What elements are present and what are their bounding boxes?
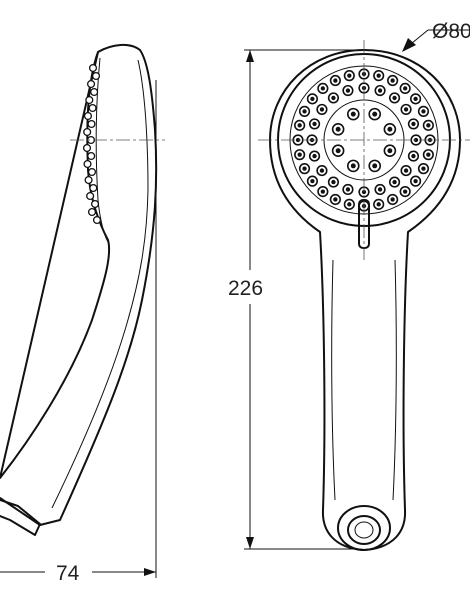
spray-nozzle-hole bbox=[411, 153, 416, 159]
side-spray-nozzle bbox=[84, 175, 93, 185]
spray-nozzle-hole bbox=[403, 168, 409, 173]
spray-nozzle-hole bbox=[297, 123, 302, 128]
diameter-label: Ø80 bbox=[432, 20, 470, 43]
side-spray-nozzle bbox=[83, 159, 92, 169]
spray-nozzle-hole bbox=[310, 96, 315, 102]
spray-nozzle-hole bbox=[297, 152, 302, 157]
spray-nozzle-hole bbox=[402, 86, 408, 91]
height-arrow-bottom bbox=[246, 537, 254, 549]
spray-nozzle-hole bbox=[390, 197, 395, 202]
side-view-face-edge bbox=[95, 57, 109, 243]
spray-nozzle-hole bbox=[320, 86, 326, 91]
spray-nozzle-hole bbox=[333, 78, 338, 83]
center-nozzle-hole bbox=[335, 148, 341, 154]
spray-nozzle-hole bbox=[331, 179, 336, 185]
height-arrow-top bbox=[246, 50, 254, 62]
side-view bbox=[0, 44, 165, 536]
spray-nozzle-hole bbox=[361, 189, 367, 195]
center-nozzle-hole bbox=[372, 111, 378, 117]
spray-nozzle-hole bbox=[312, 121, 317, 127]
side-spray-nozzle bbox=[91, 71, 101, 81]
spray-nozzle-hole bbox=[426, 152, 431, 157]
spray-nozzle-hole bbox=[413, 178, 418, 184]
side-spray-nozzle bbox=[87, 119, 96, 129]
front-view bbox=[258, 40, 470, 551]
side-spray-nozzle bbox=[83, 111, 93, 121]
spray-nozzle-hole bbox=[376, 202, 381, 207]
side-view-inner-contour bbox=[51, 59, 149, 509]
spray-nozzle-hole bbox=[390, 78, 395, 83]
spray-nozzle-hole bbox=[421, 166, 426, 171]
diameter-arrow bbox=[402, 38, 416, 52]
spray-nozzle-hole bbox=[392, 95, 397, 101]
width-dimension: 74 bbox=[0, 80, 157, 585]
spray-nozzle-hole bbox=[411, 121, 416, 127]
spray-nozzle-hole bbox=[426, 123, 431, 128]
spray-nozzle-hole bbox=[392, 179, 397, 185]
spray-nozzle-hole bbox=[421, 109, 426, 114]
spray-nozzle-hole bbox=[413, 96, 418, 102]
front-view-connector-inner bbox=[347, 515, 381, 545]
side-spray-nozzle bbox=[85, 95, 94, 105]
side-view-nozzles bbox=[82, 63, 102, 225]
spray-nozzle-hole bbox=[347, 73, 352, 78]
side-spray-nozzle bbox=[89, 183, 98, 193]
spray-nozzle-hole bbox=[320, 189, 326, 194]
side-spray-nozzle bbox=[88, 63, 98, 73]
side-spray-nozzle bbox=[87, 167, 97, 177]
spray-nozzle-hole bbox=[312, 153, 317, 159]
side-view-connector bbox=[0, 499, 41, 536]
spray-nozzle-hole bbox=[345, 88, 351, 93]
front-view-handle-groove-left bbox=[331, 259, 336, 501]
side-spray-nozzle bbox=[88, 103, 97, 113]
center-nozzle-hole bbox=[372, 163, 378, 169]
side-spray-nozzle bbox=[83, 127, 92, 137]
spray-nozzle-hole bbox=[402, 189, 408, 194]
spray-nozzle-hole bbox=[377, 88, 383, 93]
side-spray-nozzle bbox=[91, 199, 100, 209]
center-nozzle-hole bbox=[387, 126, 393, 132]
spray-nozzle-hole bbox=[302, 166, 307, 171]
spray-nozzle-hole bbox=[403, 107, 409, 112]
center-nozzle-hole bbox=[335, 126, 341, 132]
diameter-dimension: Ø80 bbox=[402, 20, 470, 52]
spray-nozzle-hole bbox=[376, 73, 381, 78]
front-view-nozzles bbox=[292, 68, 436, 212]
width-label: 74 bbox=[56, 562, 80, 585]
center-nozzle-hole bbox=[350, 163, 356, 169]
spray-nozzle-hole bbox=[347, 202, 352, 207]
spray-nozzle-hole bbox=[377, 187, 383, 192]
spray-nozzle-hole bbox=[331, 95, 336, 101]
spray-nozzle-hole bbox=[319, 168, 325, 173]
width-arrow-right bbox=[144, 568, 156, 576]
side-spray-nozzle bbox=[87, 79, 96, 89]
front-view-connector-outer bbox=[337, 505, 391, 551]
spray-nozzle-hole bbox=[302, 109, 307, 114]
front-view-handle-groove-right bbox=[392, 259, 397, 501]
spray-nozzle-hole bbox=[319, 107, 325, 112]
side-spray-nozzle bbox=[82, 143, 92, 153]
spray-nozzle-hole bbox=[310, 178, 315, 184]
center-nozzle-hole bbox=[350, 111, 356, 117]
center-nozzle-hole bbox=[387, 148, 393, 154]
height-dimension: 226 bbox=[228, 49, 360, 550]
side-spray-nozzle bbox=[87, 151, 96, 161]
spray-nozzle-hole bbox=[345, 187, 351, 192]
side-spray-nozzle bbox=[86, 191, 95, 201]
front-view-connector-bore bbox=[354, 521, 374, 539]
spray-nozzle-hole bbox=[333, 197, 338, 202]
side-spray-nozzle bbox=[92, 215, 102, 225]
side-spray-nozzle bbox=[90, 87, 99, 97]
side-spray-nozzle bbox=[87, 207, 97, 217]
height-label: 226 bbox=[228, 277, 263, 300]
